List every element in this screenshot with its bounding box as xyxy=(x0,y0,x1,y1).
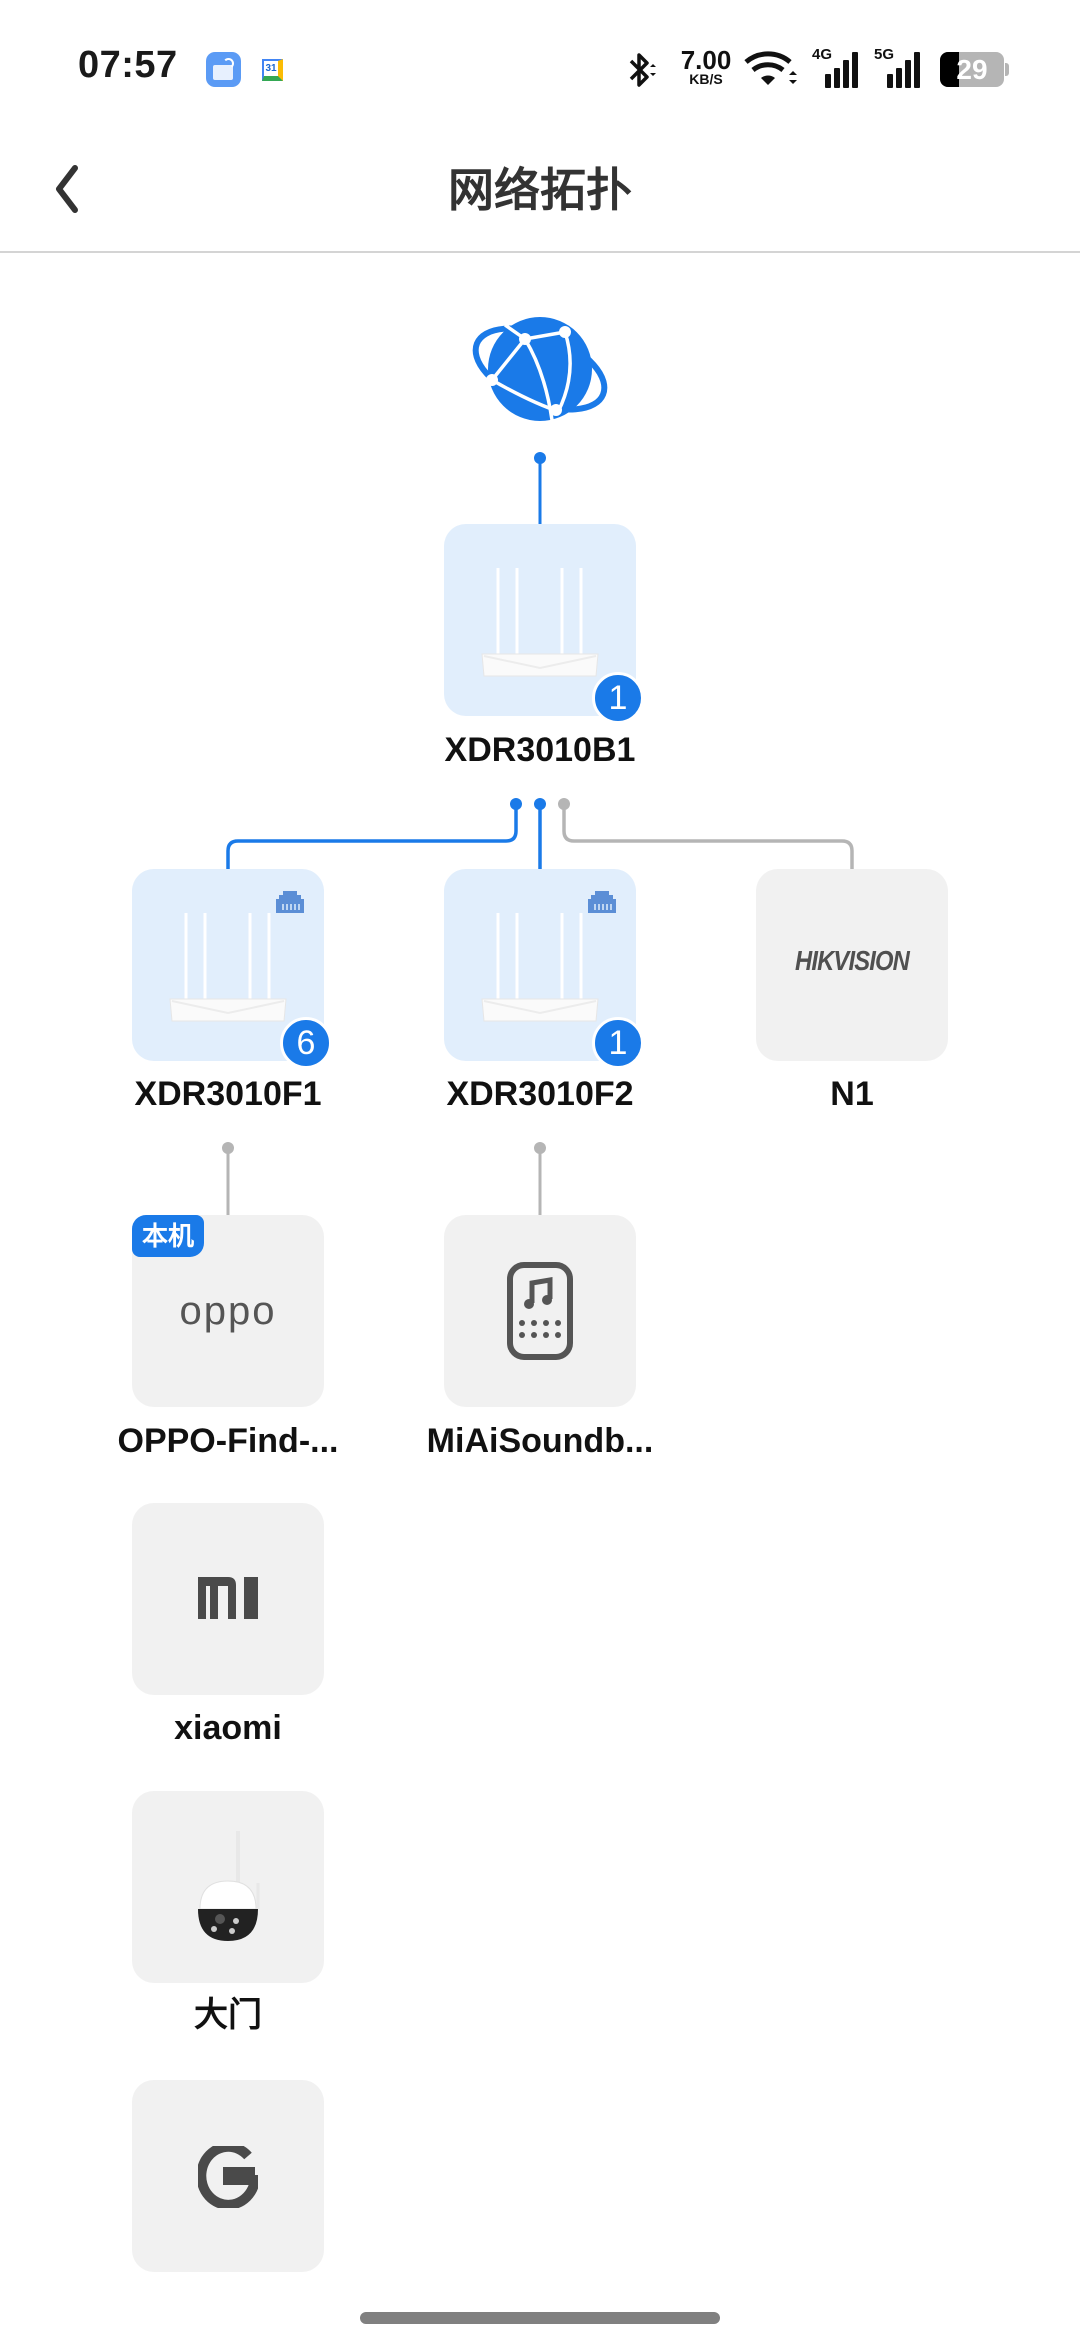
router-image xyxy=(481,568,599,677)
reading-app-icon xyxy=(206,52,241,87)
speed-value: 7.00 xyxy=(680,45,732,75)
link-n1 xyxy=(558,798,854,869)
globe-icon[interactable] xyxy=(470,312,610,427)
ethernet-icon xyxy=(276,891,304,913)
network-speed: 7.00 KB/S xyxy=(676,45,736,87)
speed-unit: KB/S xyxy=(689,71,723,87)
signal-5g-icon: 5G xyxy=(874,46,920,88)
this-device-badge: 本机 xyxy=(132,1215,204,1257)
link-f1 xyxy=(226,798,522,869)
security-camera-icon xyxy=(198,1831,260,1941)
client-node-camera[interactable] xyxy=(132,1791,324,1983)
signal-4g-icon: 4G xyxy=(812,46,858,88)
calendar-icon: 31 xyxy=(262,59,283,81)
device-node-n1[interactable]: HIKVISION xyxy=(756,869,948,1061)
internet-link xyxy=(534,452,546,524)
client-count-badge: 1 xyxy=(592,672,644,724)
client-node-google[interactable] xyxy=(132,2080,324,2272)
page-title: 网络拓扑 xyxy=(448,164,632,216)
signal-5g-label: 5G xyxy=(874,46,895,63)
client-node-oppo-label: OPPO-Find-... xyxy=(117,1422,339,1460)
google-logo-icon xyxy=(198,2146,258,2208)
battery-tip xyxy=(1005,63,1009,76)
hikvision-logo-icon: HIKVISION xyxy=(794,945,910,976)
router-image xyxy=(169,913,287,1022)
client-node-speaker[interactable] xyxy=(444,1215,636,1407)
battery-icon: 29 xyxy=(940,52,1004,87)
device-node-n1-label: N1 xyxy=(830,1075,874,1113)
bluetooth-icon xyxy=(627,50,656,88)
mesh-node-f2[interactable]: 1 xyxy=(444,869,644,1069)
battery-percent: 29 xyxy=(956,54,988,85)
oppo-logo-icon: oppo xyxy=(179,1289,277,1333)
link-f2 xyxy=(534,798,546,869)
status-time: 07:57 xyxy=(78,44,178,86)
main-router-label: XDR3010B1 xyxy=(444,731,636,769)
router-image xyxy=(481,913,599,1022)
client-count-badge: 6 xyxy=(280,1017,332,1069)
mi-logo-icon xyxy=(198,1577,258,1619)
client-node-xiaomi-label: xiaomi xyxy=(174,1709,282,1747)
client-node-oppo[interactable]: oppo 本机 xyxy=(132,1215,324,1407)
signal-4g-label: 4G xyxy=(812,46,833,63)
link-oppo xyxy=(222,1142,234,1215)
mesh-node-f1-label: XDR3010F1 xyxy=(134,1075,322,1113)
main-router-node[interactable]: 1 xyxy=(444,524,644,724)
smart-speaker-icon xyxy=(507,1262,573,1360)
mesh-node-f2-label: XDR3010F2 xyxy=(446,1075,634,1113)
wifi-icon xyxy=(744,48,798,88)
status-bar: 07:57 31 7.00 KB/S 4G 5G 29 xyxy=(0,0,1080,130)
mesh-node-f1[interactable]: 6 xyxy=(132,869,332,1069)
nav-header: 网络拓扑 xyxy=(0,130,1080,253)
client-count-badge: 1 xyxy=(592,1017,644,1069)
home-indicator[interactable] xyxy=(360,2312,720,2324)
chevron-left-icon xyxy=(56,165,78,213)
ethernet-icon xyxy=(588,891,616,913)
battery-fill xyxy=(940,52,959,87)
client-node-speaker-label: MiAiSoundb... xyxy=(426,1422,654,1460)
client-node-xiaomi[interactable] xyxy=(132,1503,324,1695)
back-button[interactable] xyxy=(50,160,110,220)
client-node-camera-label: 大门 xyxy=(194,1996,262,2034)
link-speaker xyxy=(534,1142,546,1215)
